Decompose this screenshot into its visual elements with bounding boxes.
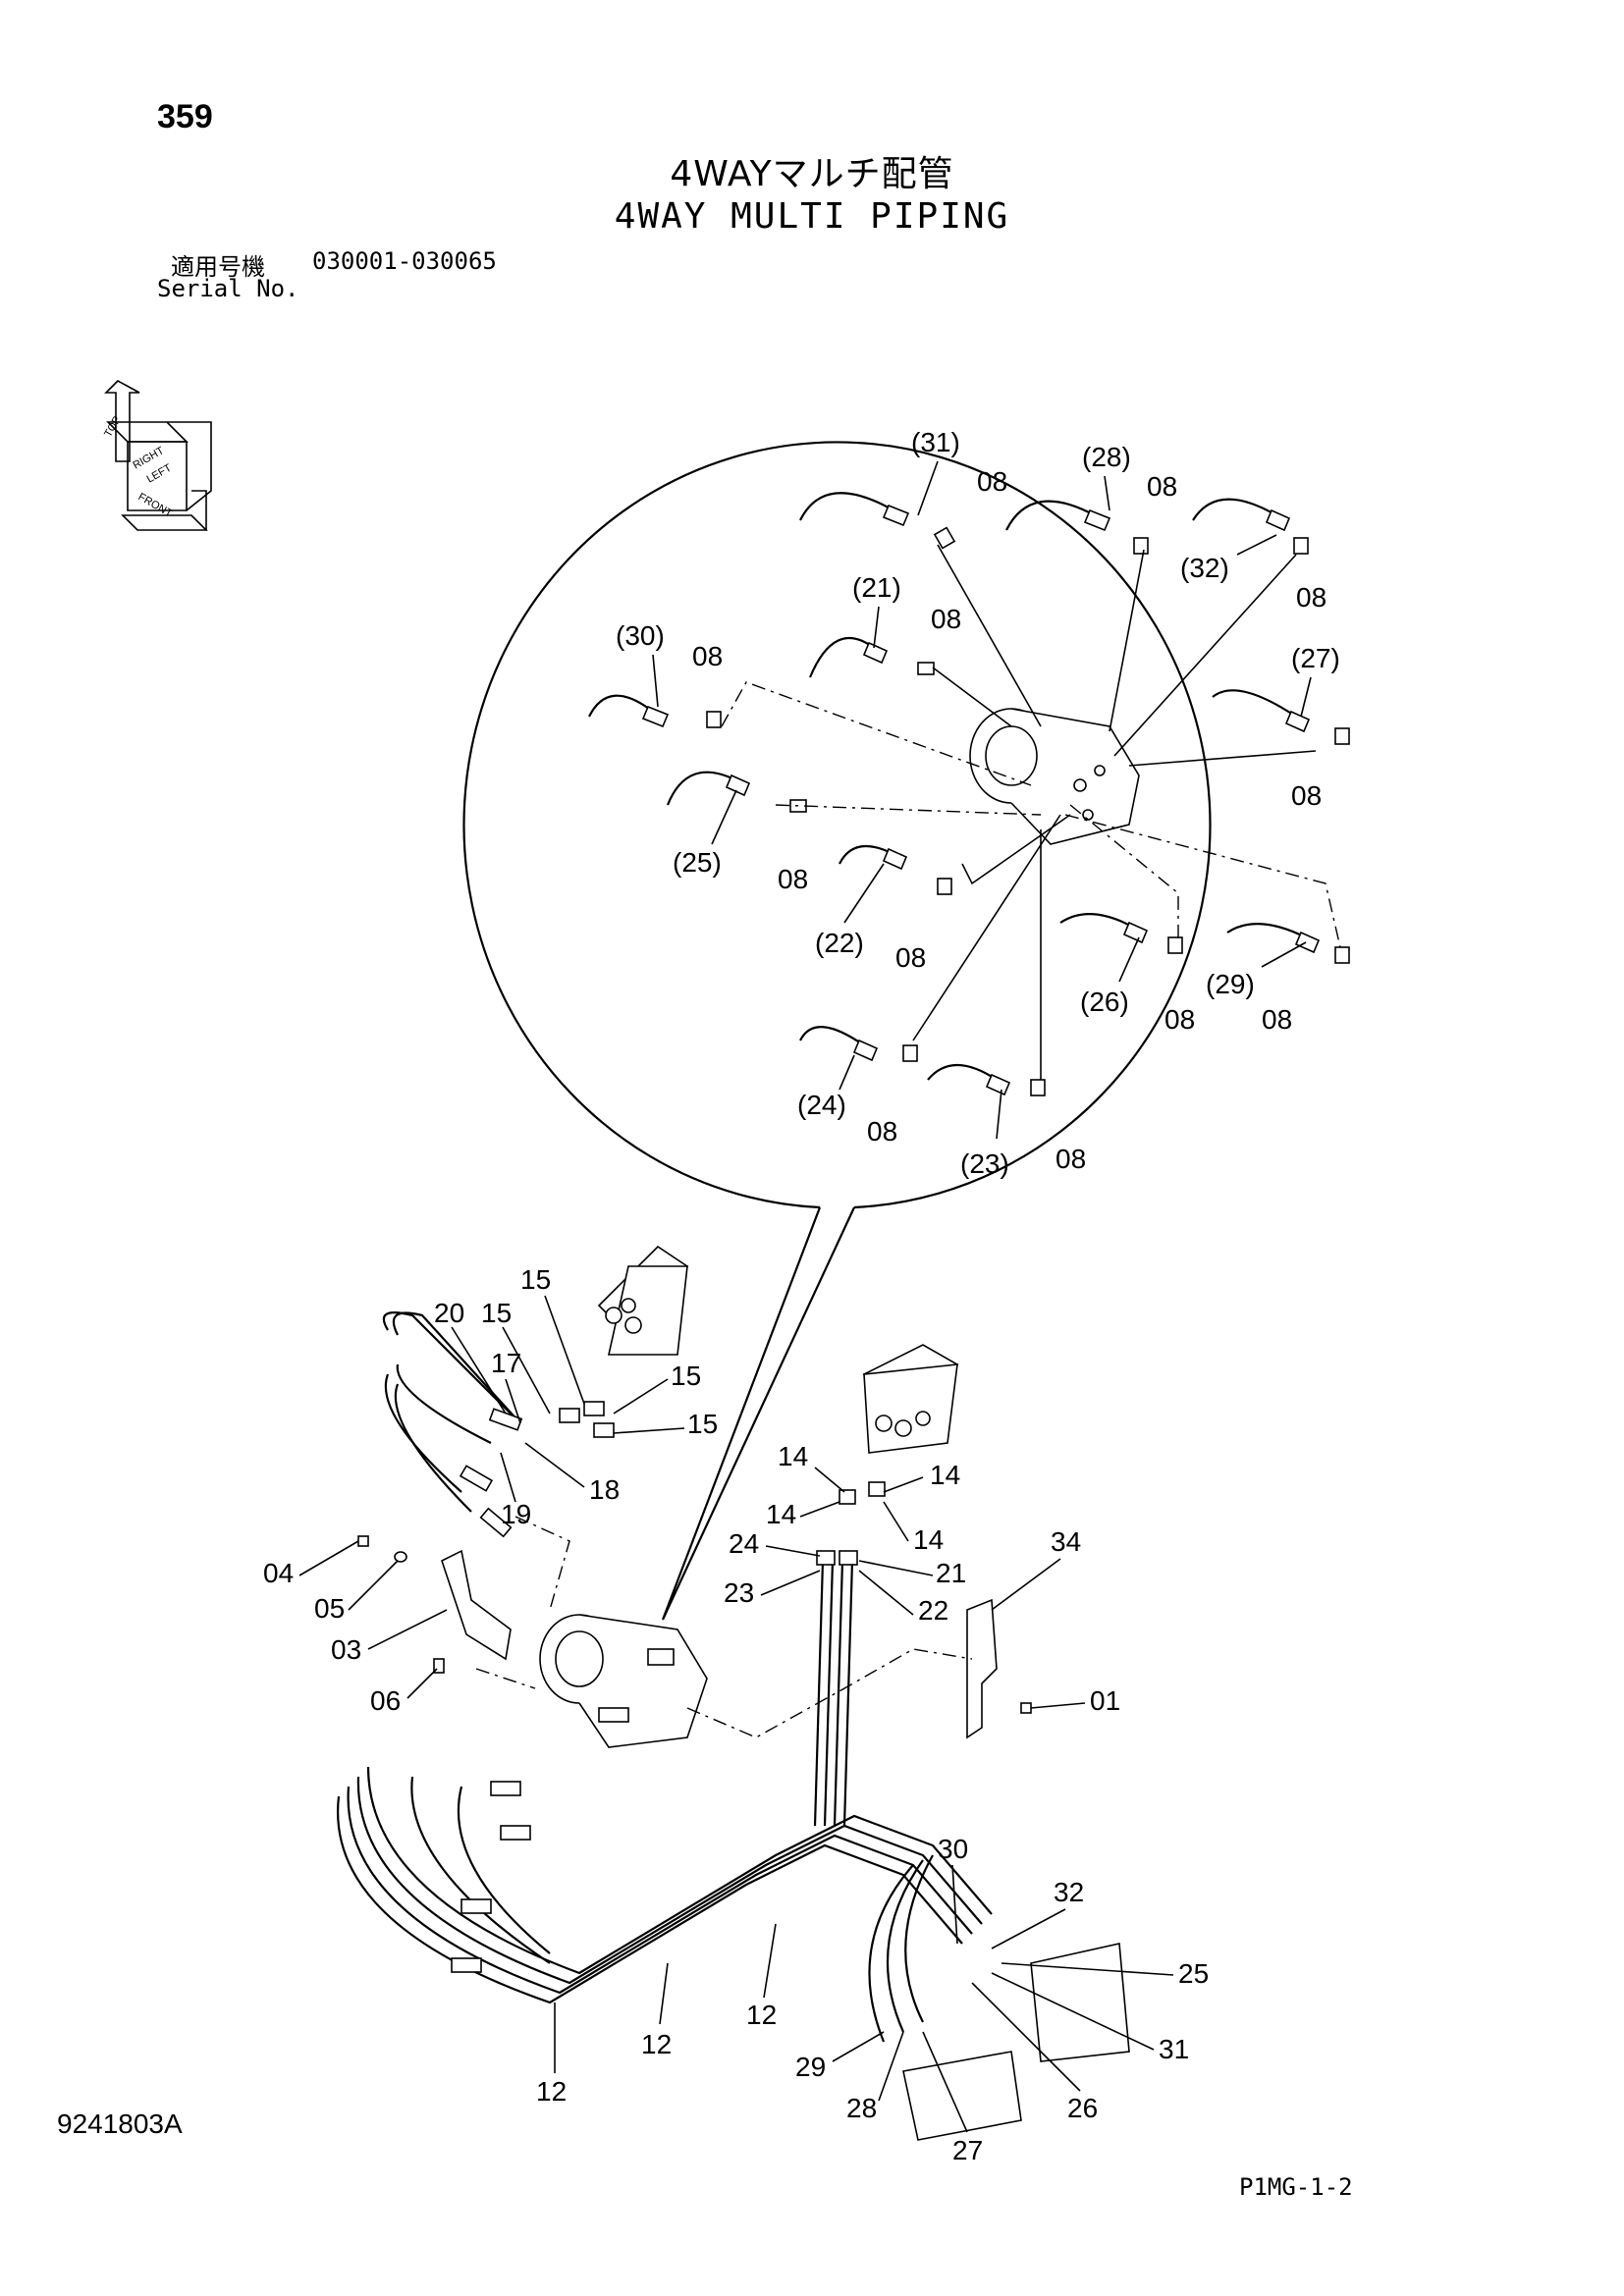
serial-label-japanese: 適用号機 xyxy=(171,253,265,281)
callout-18: 18 xyxy=(589,1474,620,1505)
callout-15: 15 xyxy=(481,1298,512,1328)
page-reference: P1MG-1-2 xyxy=(1239,2173,1353,2201)
callout-14: 14 xyxy=(913,1524,944,1555)
callout-15: 15 xyxy=(520,1264,551,1295)
orientation-left-label: LEFT xyxy=(145,462,175,486)
bracket-34 xyxy=(966,1598,998,1739)
detail-callouts: (31) (28) (32) (21) (30) (27) (25) (22) … xyxy=(616,427,1340,1179)
callout-29: (29) xyxy=(1206,969,1255,999)
callout-14: 14 xyxy=(778,1441,808,1471)
callout-25: 25 xyxy=(1178,1958,1209,1989)
callout-08: 08 xyxy=(867,1116,897,1147)
callout-27: 27 xyxy=(952,2135,983,2165)
callout-05: 05 xyxy=(314,1593,345,1624)
callout-12: 12 xyxy=(641,2029,672,2059)
callout-08: 08 xyxy=(1262,1004,1292,1035)
callout-15: 15 xyxy=(687,1409,718,1439)
callout-28: 28 xyxy=(846,2093,877,2123)
callout-27: (27) xyxy=(1291,643,1340,673)
callout-30: (30) xyxy=(616,620,665,651)
callout-26: (26) xyxy=(1080,987,1129,1017)
callout-21: 21 xyxy=(936,1558,966,1588)
page-number: 359 xyxy=(157,98,213,135)
detail-circle xyxy=(462,441,1212,1209)
callout-08: 08 xyxy=(1164,1004,1195,1035)
callout-28: (28) xyxy=(1082,442,1131,472)
bracket-lower-right xyxy=(1030,1943,1130,2062)
bracket-03 xyxy=(441,1549,512,1661)
callout-21: (21) xyxy=(852,572,901,603)
callout-30: 30 xyxy=(938,1834,968,1864)
callout-32: (32) xyxy=(1180,553,1229,583)
callout-06: 06 xyxy=(370,1685,401,1716)
callout-08: 08 xyxy=(1296,582,1326,613)
page-title-english: 4WAY MULTI PIPING xyxy=(614,196,1010,237)
hydraulic-motor-right xyxy=(862,1344,959,1454)
drawing-number: 9241803A xyxy=(57,2109,183,2139)
detail-assembly-lines xyxy=(721,544,1341,1080)
rotary-joint-main xyxy=(539,1614,708,1748)
callout-08: 08 xyxy=(692,641,723,671)
hose-group-detail xyxy=(588,492,1350,1096)
callout-31: (31) xyxy=(911,427,960,457)
callout-23: 23 xyxy=(724,1577,754,1608)
rotary-joint-detail xyxy=(969,708,1140,845)
callout-15: 15 xyxy=(671,1361,701,1391)
serial-label-english: Serial No. xyxy=(157,275,299,302)
callout-12: 12 xyxy=(536,2076,567,2107)
page-title-japanese: 4WAYマルチ配管 xyxy=(670,154,954,194)
callout-23: (23) xyxy=(960,1148,1009,1179)
callout-19: 19 xyxy=(501,1499,531,1529)
callout-34: 34 xyxy=(1051,1526,1081,1557)
detail-pointer xyxy=(661,1206,855,1621)
callout-08: 08 xyxy=(1147,471,1177,502)
callout-14: 14 xyxy=(766,1499,796,1529)
callout-08: 08 xyxy=(977,466,1007,497)
detail-view: (31) (28) (32) (21) (30) (27) (25) (22) … xyxy=(462,427,1350,1621)
callout-08: 08 xyxy=(1291,780,1322,811)
callout-31: 31 xyxy=(1159,2034,1189,2064)
callout-04: 04 xyxy=(263,1558,294,1588)
callout-14: 14 xyxy=(930,1460,960,1490)
callout-08: 08 xyxy=(1056,1144,1086,1174)
callout-22: 22 xyxy=(918,1595,948,1626)
bracket-lower-center xyxy=(902,2051,1022,2141)
hydraulic-motor-left xyxy=(597,1245,689,1356)
callout-03: 03 xyxy=(331,1634,361,1665)
callout-22: (22) xyxy=(815,928,864,958)
orientation-cube-icon: TOP RIGHT LEFT FRONT xyxy=(102,380,212,531)
callout-29: 29 xyxy=(795,2052,826,2082)
callout-08: 08 xyxy=(778,864,808,894)
callout-26: 26 xyxy=(1067,2093,1098,2123)
serial-range: 030001-030065 xyxy=(312,247,497,275)
callout-25: (25) xyxy=(673,847,722,878)
callout-20: 20 xyxy=(434,1298,464,1328)
callout-08: 08 xyxy=(895,942,926,973)
main-assembly: 15 20 15 17 15 15 18 19 14 14 14 14 24 2… xyxy=(263,1245,1209,2165)
callout-24: (24) xyxy=(797,1090,846,1120)
callout-12: 12 xyxy=(746,2000,777,2030)
callout-01: 01 xyxy=(1090,1685,1120,1716)
callout-32: 32 xyxy=(1054,1877,1084,1907)
callout-24: 24 xyxy=(729,1528,759,1559)
callout-08: 08 xyxy=(931,604,961,634)
